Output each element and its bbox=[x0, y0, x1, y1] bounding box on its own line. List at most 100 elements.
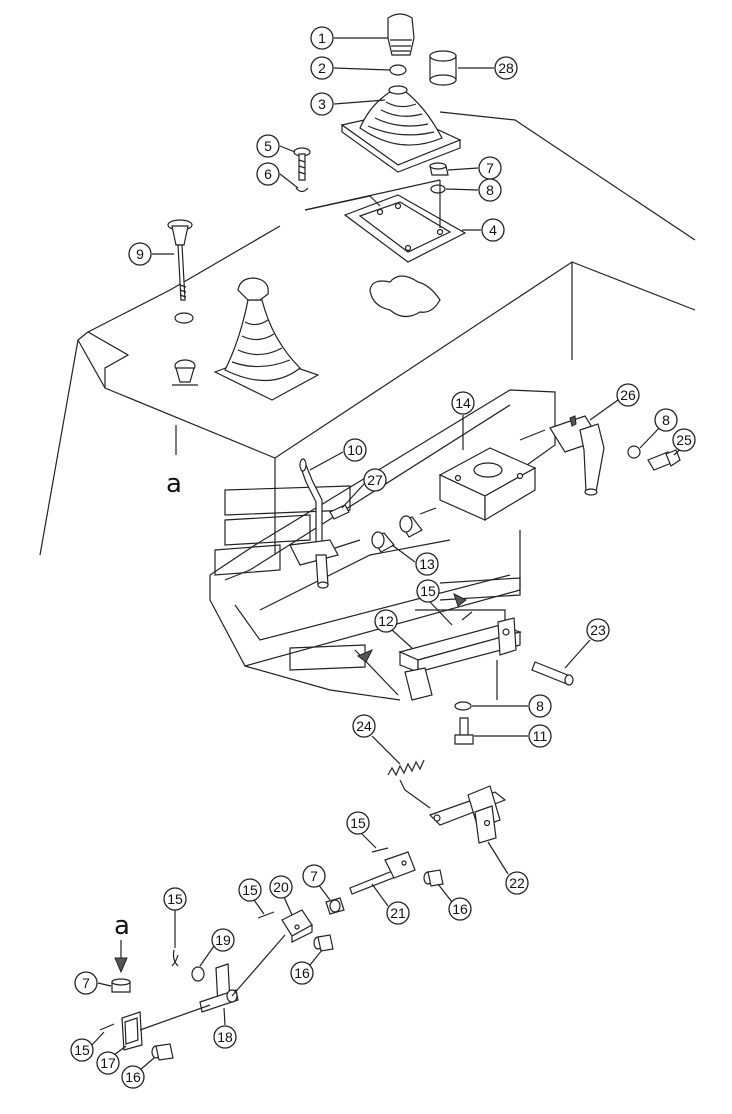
svg-text:22: 22 bbox=[509, 875, 525, 891]
callout-5: 5 bbox=[256, 134, 296, 158]
clevis-pin-part-16-a bbox=[423, 869, 444, 887]
callout-16-c: 16 bbox=[121, 1057, 155, 1089]
gasket bbox=[369, 275, 441, 318]
callout-23: 23 bbox=[564, 618, 610, 669]
grommet bbox=[174, 312, 194, 324]
svg-text:1: 1 bbox=[318, 30, 326, 46]
callout-25: 25 bbox=[672, 428, 696, 456]
callout-9: 9 bbox=[128, 242, 174, 266]
handle-part-26 bbox=[549, 415, 605, 496]
callout-26: 26 bbox=[589, 383, 640, 421]
washer-part-2 bbox=[389, 64, 407, 76]
cotter-pin-part-15-b bbox=[371, 847, 389, 853]
plate-part-4 bbox=[343, 194, 467, 263]
callout-8-lower: 8 bbox=[472, 694, 552, 718]
rod-knob-part-9 bbox=[167, 219, 193, 301]
nut-part-7-mid bbox=[325, 897, 345, 915]
washer-part-19 bbox=[191, 966, 205, 982]
clevis-pin-part-16-c bbox=[151, 1043, 174, 1061]
callout-19: 19 bbox=[199, 928, 235, 967]
rod-end-part-21 bbox=[349, 851, 416, 895]
base-plate bbox=[209, 389, 556, 701]
callout-18: 18 bbox=[213, 1007, 237, 1049]
svg-text:17: 17 bbox=[100, 1055, 116, 1071]
knob-on-console bbox=[172, 359, 198, 386]
bolt-part-11 bbox=[454, 717, 474, 745]
svg-text:12: 12 bbox=[378, 613, 394, 629]
callout-15-b: 15 bbox=[346, 811, 377, 849]
svg-text:13: 13 bbox=[419, 556, 435, 572]
callout-13: 13 bbox=[391, 544, 439, 576]
svg-text:15: 15 bbox=[350, 815, 366, 831]
callout-14: 14 bbox=[451, 391, 475, 450]
svg-text:11: 11 bbox=[533, 728, 548, 744]
callout-11: 11 bbox=[474, 724, 552, 748]
lock-washer-part-6 bbox=[295, 187, 309, 193]
svg-text:14: 14 bbox=[455, 395, 471, 411]
pin-part-27 bbox=[329, 504, 350, 520]
svg-text:15: 15 bbox=[74, 1042, 90, 1058]
svg-text:7: 7 bbox=[486, 160, 494, 176]
svg-text:7: 7 bbox=[310, 868, 318, 884]
svg-text:20: 20 bbox=[273, 879, 289, 895]
callout-15-e: 15 bbox=[70, 1031, 105, 1062]
callout-28: 28 bbox=[458, 56, 518, 80]
callout-15-a: 15 bbox=[416, 579, 453, 626]
bolt-part-25 bbox=[647, 449, 681, 471]
clevis-part-17 bbox=[121, 1011, 143, 1051]
svg-text:19: 19 bbox=[215, 932, 231, 948]
nut-part-7-top bbox=[429, 162, 449, 176]
callout-3: 3 bbox=[310, 92, 386, 116]
svg-text:4: 4 bbox=[489, 222, 497, 238]
callout-16-a: 16 bbox=[437, 883, 472, 921]
callout-27: 27 bbox=[341, 468, 387, 509]
callout-15-d: 15 bbox=[163, 887, 187, 948]
callout-15-c: 15 bbox=[238, 878, 265, 915]
washer-part-8-right bbox=[627, 445, 641, 459]
svg-text:15: 15 bbox=[420, 583, 436, 599]
callout-10: 10 bbox=[309, 438, 367, 471]
callout-24: 24 bbox=[352, 714, 401, 765]
clevis-part-20 bbox=[281, 909, 313, 943]
callout-17: 17 bbox=[96, 1045, 127, 1075]
svg-text:27: 27 bbox=[367, 472, 383, 488]
callout-8-right: 8 bbox=[639, 408, 678, 449]
svg-text:16: 16 bbox=[452, 901, 468, 917]
callout-2: 2 bbox=[310, 56, 391, 80]
callout-1: 1 bbox=[310, 26, 388, 50]
svg-text:21: 21 bbox=[390, 905, 406, 921]
pivot-bracket-part-12 bbox=[398, 617, 523, 701]
svg-text:2: 2 bbox=[318, 60, 326, 76]
washer-part-8-top bbox=[430, 184, 446, 194]
svg-text:8: 8 bbox=[536, 698, 544, 714]
cotter-pin-part-15-e bbox=[99, 1023, 115, 1031]
direction-arrows bbox=[114, 593, 467, 974]
svg-text:24: 24 bbox=[356, 718, 372, 734]
console-housing bbox=[39, 111, 696, 556]
nut-part-7-bottom bbox=[111, 978, 131, 993]
svg-text:26: 26 bbox=[620, 387, 636, 403]
callout-6: 6 bbox=[256, 162, 299, 189]
callout-4: 4 bbox=[462, 218, 505, 242]
bushing-part-13 bbox=[371, 515, 423, 553]
boot-part-3 bbox=[340, 85, 462, 173]
bracket-part-14 bbox=[438, 447, 537, 522]
svg-text:28: 28 bbox=[498, 60, 514, 76]
callout-20: 20 bbox=[269, 875, 293, 916]
cotter-pin-part-15-d bbox=[171, 949, 179, 967]
callout-21: 21 bbox=[371, 883, 410, 925]
svg-text:5: 5 bbox=[264, 138, 272, 154]
cotter-pin-part-15-c bbox=[257, 911, 275, 919]
svg-text:3: 3 bbox=[318, 96, 326, 112]
callout-7-bottom: 7 bbox=[74, 971, 112, 995]
knob-part-1 bbox=[387, 13, 415, 56]
washer-part-8-lower bbox=[454, 701, 472, 711]
plate-leader-lines bbox=[304, 180, 441, 228]
spring-part-24 bbox=[387, 759, 425, 777]
svg-text:9: 9 bbox=[136, 246, 144, 262]
callout-22: 22 bbox=[487, 841, 529, 895]
svg-text:15: 15 bbox=[167, 891, 183, 907]
callout-16-b: 16 bbox=[290, 949, 323, 985]
sleeve-part-28 bbox=[429, 50, 457, 86]
